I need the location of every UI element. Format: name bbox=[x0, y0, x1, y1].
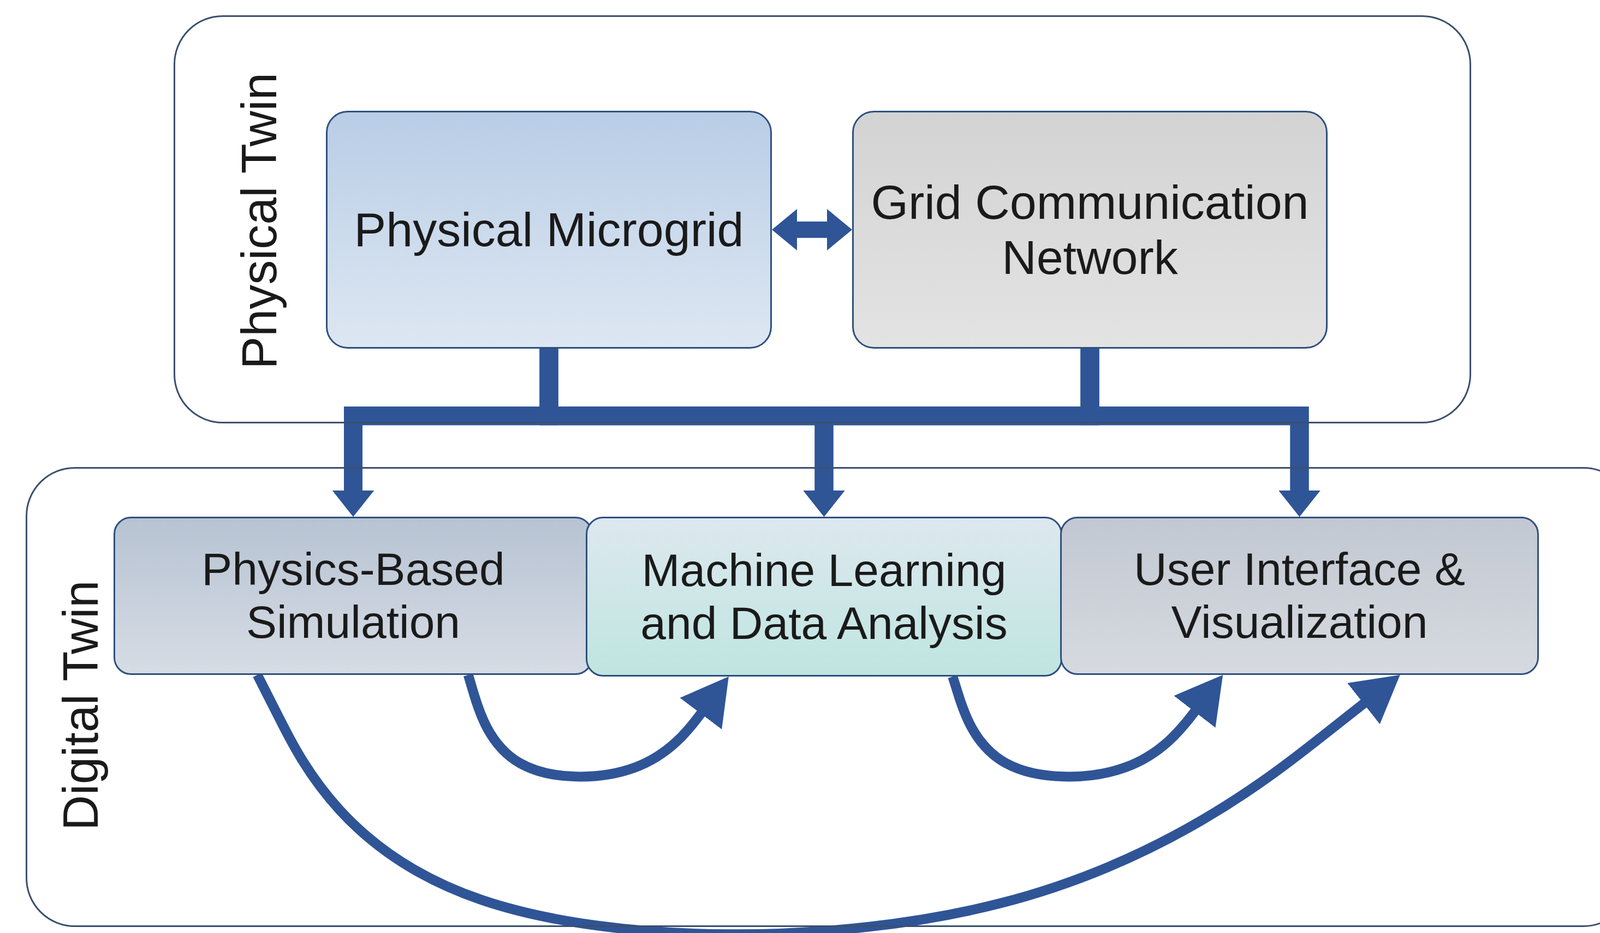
group-label-holder: Digital Twin bbox=[52, 580, 110, 832]
bus-arrow bbox=[824, 348, 1091, 499]
ui-box: User Interface & Visualization bbox=[1060, 516, 1539, 676]
double-arrow bbox=[789, 221, 835, 239]
box-label: Grid Communication Network bbox=[853, 174, 1326, 285]
microgrid-box: Physical Microgrid bbox=[325, 110, 772, 349]
simulation-box: Physics-Based Simulation bbox=[113, 516, 593, 676]
bus-arrow bbox=[1090, 348, 1300, 499]
digital-twin-group: Physics-Based SimulationMachine Learning… bbox=[25, 467, 1600, 928]
box-label: User Interface & Visualization bbox=[1061, 543, 1538, 649]
network-box: Grid Communication Network bbox=[852, 110, 1328, 349]
box-label: Physical Microgrid bbox=[343, 201, 755, 258]
box-label: Physics-Based Simulation bbox=[115, 543, 592, 649]
physical-twin-group: Physical Microgrid Grid Communication Net… bbox=[173, 15, 1472, 424]
curved-arrow bbox=[257, 675, 1375, 933]
group-label: Physical Twin bbox=[231, 72, 289, 370]
box-label: Machine Learning and Data Analysis bbox=[587, 544, 1061, 650]
curved-arrow bbox=[468, 675, 710, 777]
curved-arrow bbox=[952, 676, 1204, 777]
ml-box: Machine Learning and Data Analysis bbox=[585, 516, 1063, 677]
bus-arrow bbox=[353, 348, 1091, 499]
group-label: Digital Twin bbox=[52, 580, 110, 832]
group-label-holder: Physical Twin bbox=[231, 72, 289, 370]
